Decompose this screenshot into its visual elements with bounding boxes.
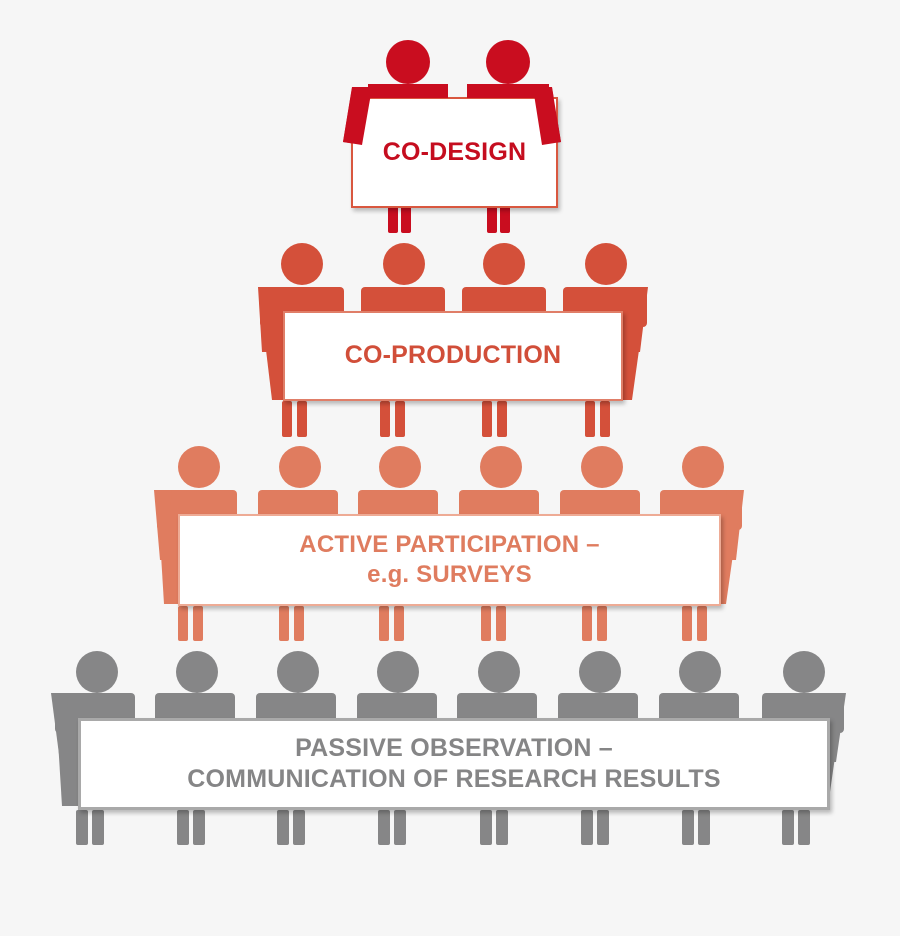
person-icon [563,243,648,437]
tier-2-sign: CO-PRODUCTION [283,311,623,401]
tier-4-sign: PASSIVE OBSERVATION – COMMUNICATION OF R… [78,718,830,810]
tier-4-label-line-2: COMMUNICATION OF RESEARCH RESULTS [187,765,721,793]
person-icon [258,243,344,437]
tier-3-sign: ACTIVE PARTICIPATION – e.g. SURVEYS [178,514,721,606]
person-icon [660,446,744,641]
tier-1-label: CO-DESIGN [382,137,527,166]
tier-2-label: CO-PRODUCTION [344,341,562,370]
tier-3-label-line-1: ACTIVE PARTICIPATION – [299,531,600,558]
tier-3-label-line-2: e.g. SURVEYS [367,561,532,588]
tier-4-label-line-1: PASSIVE OBSERVATION – [295,733,613,762]
person-icon [154,446,237,641]
tier-1-sign: CO-DESIGN [351,97,558,208]
